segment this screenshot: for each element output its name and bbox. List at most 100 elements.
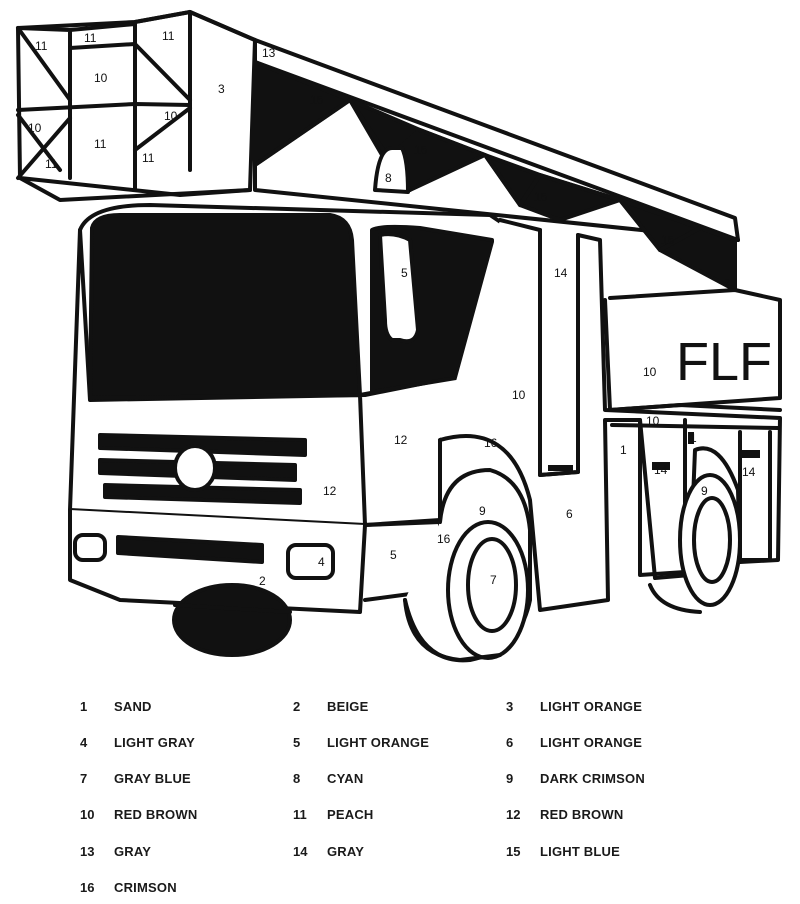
legend-number: 10 [80,806,95,822]
legend-number: 15 [506,843,521,859]
legend-number: 2 [293,698,301,714]
legend-item: 4 LIGHT GRAY [80,732,195,752]
legend-item: 14 GRAY [293,841,364,861]
legend-item: 3 LIGHT ORANGE [506,696,642,716]
legend-color-name: CYAN [327,770,364,786]
grille [98,433,307,505]
front-bumper [68,508,442,614]
legend-number: 1 [80,698,88,714]
legend-number: 6 [506,734,514,750]
region-number: 11 [94,137,107,151]
region-number: 2 [259,574,266,588]
legend-item: 15 LIGHT BLUE [506,841,620,861]
region-number: 11 [84,31,97,45]
region-number: 5 [390,548,397,562]
legend-color-name: LIGHT ORANGE [540,734,643,750]
region-number: 10 [28,121,42,135]
legend-number: 5 [293,734,301,750]
region-number: 7 [490,573,497,587]
legend-color-name: RED BROWN [114,806,198,822]
legend-color-name: GRAY BLUE [114,770,191,786]
legend-color-name: RED BROWN [540,806,624,822]
legend-color-name: PEACH [327,806,374,822]
region-number: 13 [262,46,276,60]
legend-number: 11 [293,806,307,822]
legend-color-name: LIGHT BLUE [540,843,620,859]
legend-item: 16 CRIMSON [80,877,177,897]
region-number: 10 [643,365,657,379]
region-number: 12 [394,433,408,447]
region-number: 1 [690,431,697,445]
legend-color-name: GRAY [327,843,365,859]
region-number: 11 [45,157,58,171]
beacon-light [373,146,410,194]
legend-item: 9 DARK CRIMSON [506,768,645,788]
region-number: 10 [512,388,526,402]
region-number: 15 [534,190,548,204]
region-number: 11 [142,151,155,165]
legend-item: 6 LIGHT ORANGE [506,732,642,752]
region-number: 14 [654,463,668,477]
legend-color-name: BEIGE [327,698,369,714]
legend-item: 1 SAND [80,696,152,716]
legend-number: 3 [506,698,514,714]
legend-item: 12 RED BROWN [506,804,623,824]
region-number: 10 [164,109,178,123]
flf-sign-text: FLF [676,332,772,392]
legend-color-name: SAND [114,698,152,714]
legend-item: 10 RED BROWN [80,804,197,824]
side-body [438,218,782,612]
region-number: 16 [484,436,498,450]
legend-number: 9 [506,770,514,786]
legend-item: 7 GRAY BLUE [80,768,191,788]
legend-number: 16 [80,879,95,895]
region-number: 11 [35,39,48,53]
region-number: 8 [385,171,392,185]
legend-item: 2 BEIGE [293,696,368,716]
region-number: 14 [554,266,568,280]
aerial-ladder [253,38,740,292]
legend-item: 13 GRAY [80,841,151,861]
legend-color-name: LIGHT ORANGE [327,734,430,750]
region-number: 6 [566,507,573,521]
rescue-basket [16,10,257,202]
region-number: 15 [661,233,675,247]
region-number: 7 [724,276,731,290]
legend-color-name: LIGHT ORANGE [540,698,643,714]
front-side-wheel [403,468,532,663]
region-number: 5 [401,266,408,280]
legend-number: 4 [80,734,88,750]
region-number: 16 [437,532,451,546]
legend-number: 8 [293,770,301,786]
region-number: 12 [323,484,337,498]
legend-color-name: GRAY [114,843,152,859]
region-number: 14 [742,465,756,479]
legend-color-name: LIGHT GRAY [114,734,195,750]
cab [68,203,507,527]
region-number: 10 [94,71,108,85]
legend-number: 13 [80,843,95,859]
region-number: 15 [414,143,428,157]
legend-item: 8 CYAN [293,768,363,788]
region-number: 9 [479,504,486,518]
fire-truck-illustration: FLF 11 11 11 10 10 10 11 11 11 3 13 15 1… [16,10,782,663]
legend-color-name: DARK CRIMSON [540,770,645,786]
legend-number: 14 [293,843,308,859]
legend-number: 12 [506,806,521,822]
region-number: 4 [318,555,325,569]
legend-item: 5 LIGHT ORANGE [293,732,429,752]
region-numbers: 11 11 11 10 10 10 11 11 11 3 13 15 15 15… [28,29,756,588]
legend-number: 7 [80,770,88,786]
legend-color-name: CRIMSON [114,879,177,895]
region-number: 15 [310,93,324,107]
rear-wheel [648,473,742,614]
legend-item: 11 PEACH [293,804,374,824]
region-number: 9 [701,484,708,498]
region-number: 1 [620,443,627,457]
region-number: 11 [162,29,175,43]
region-number: 3 [218,82,225,96]
front-wheel [172,583,292,657]
region-number: 10 [646,414,660,428]
